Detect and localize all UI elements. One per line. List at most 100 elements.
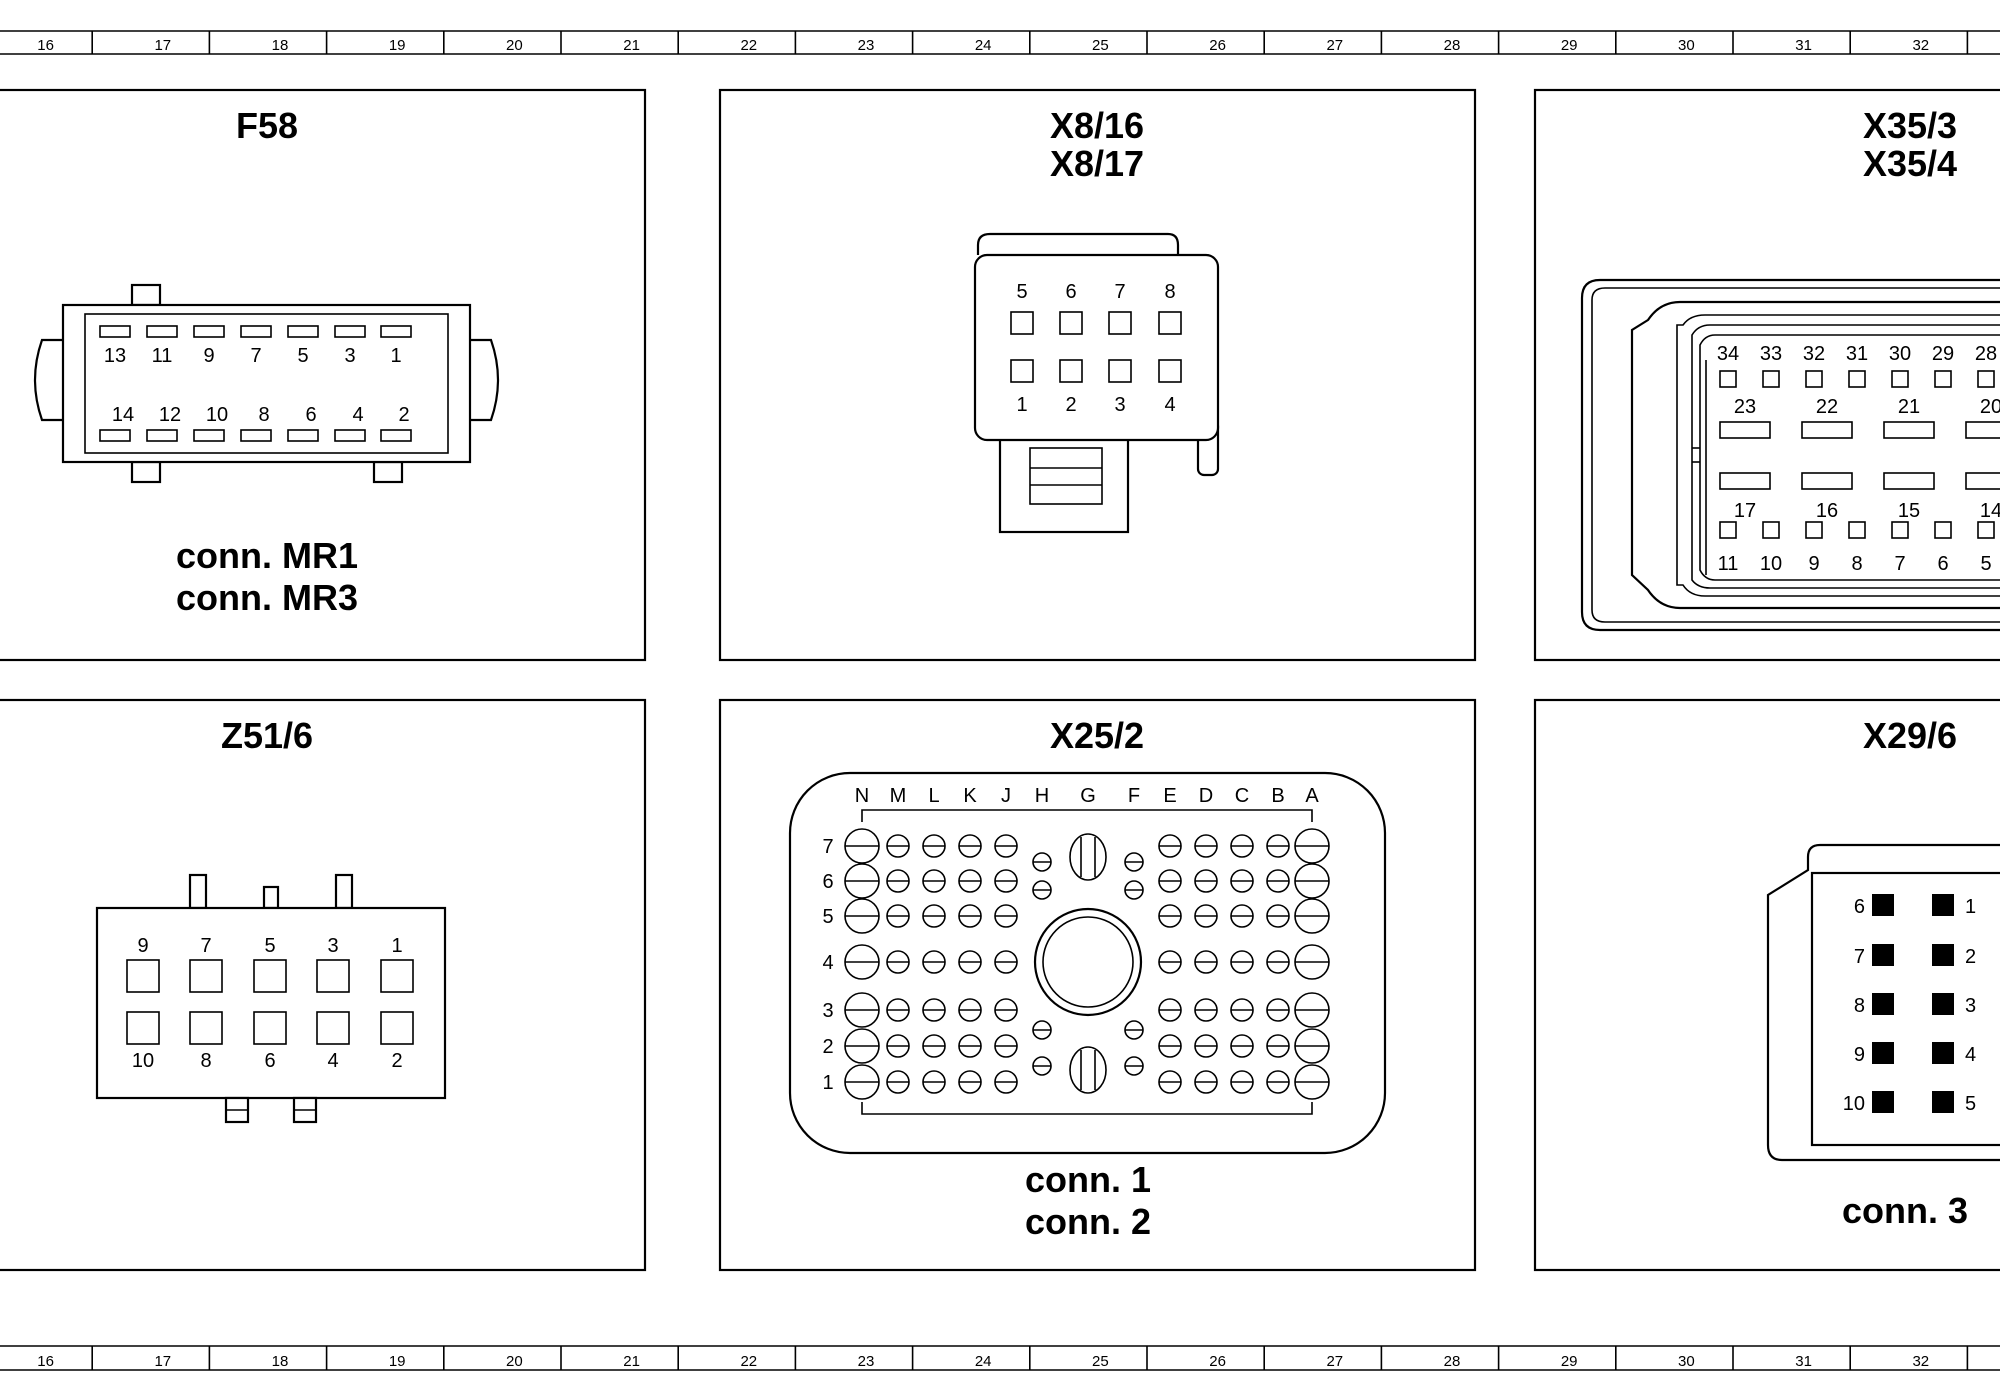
f58-pin-label: 12	[159, 404, 181, 426]
x25-key-pin	[1069, 1046, 1107, 1094]
x35-pin-slot	[1965, 472, 2000, 490]
f58-pin-slot	[334, 325, 366, 338]
f58-pin-label: 9	[203, 345, 214, 367]
x35-pin-cavity	[1762, 370, 1780, 388]
x25-row-label: 3	[822, 1000, 833, 1022]
x35-title-2: X35/4	[1863, 143, 1957, 184]
x25-column-label: J	[1001, 785, 1011, 807]
ruler-column-label: 17	[154, 1353, 171, 1370]
panel-z51-frame	[0, 698, 647, 1272]
ruler-column-label: 29	[1561, 1353, 1578, 1370]
x35-pin-label: 32	[1803, 343, 1825, 365]
x8-pin-cavity	[1108, 359, 1132, 383]
x35-pin-slot	[1719, 421, 1771, 439]
x35-pin-cavity	[1977, 370, 1995, 388]
panel-x8-frame	[718, 88, 1477, 662]
x35-pin-cavity	[1891, 521, 1909, 539]
x25-column-label: F	[1128, 785, 1140, 807]
ruler-column-label: 20	[506, 1353, 523, 1370]
ruler-column-label: 30	[1678, 1353, 1695, 1370]
x29-pin-label: 1	[1965, 896, 1976, 918]
z51-pin-label: 4	[327, 1050, 338, 1072]
x29-title: X29/6	[1863, 715, 1957, 756]
x8-pin-cavity	[1010, 359, 1034, 383]
x35-pin-label: 11	[1718, 553, 1739, 575]
x29-pin-label: 4	[1965, 1044, 1976, 1066]
x25-column-label: K	[963, 785, 977, 807]
f58-pin-slot	[146, 325, 178, 338]
ruler-column-label: 32	[1912, 37, 1929, 54]
ruler-column-label: 21	[623, 37, 640, 54]
z51-pin-label: 8	[200, 1050, 211, 1072]
x29-pin-label: 2	[1965, 946, 1976, 968]
z51-pin-label: 3	[327, 935, 338, 957]
x25-column-label: L	[928, 785, 939, 807]
ruler-column-label: 25	[1092, 37, 1109, 54]
panel-x29-frame	[1533, 698, 2000, 1272]
x35-pin-slot	[1801, 472, 1853, 490]
f58-pin-slot	[99, 325, 131, 338]
x35-pin-cavity	[1934, 370, 1952, 388]
z51-pin-cavity	[126, 959, 160, 993]
panel-f58-frame	[0, 88, 647, 662]
x29-pin	[1872, 993, 1894, 1015]
ruler-column-label: 28	[1444, 37, 1461, 54]
ruler-column-label: 16	[37, 37, 54, 54]
ruler-column-label: 18	[272, 1353, 289, 1370]
ruler-column-label: 27	[1326, 1353, 1343, 1370]
ruler-column-label: 16	[37, 1353, 54, 1370]
x29-pin-label: 7	[1854, 946, 1865, 968]
f58-pin-slot	[380, 325, 412, 338]
z51-title: Z51/6	[221, 715, 313, 756]
ruler-column-label: 19	[389, 37, 406, 54]
x25-row-label: 5	[822, 906, 833, 928]
x8-pin-label: 2	[1065, 394, 1076, 416]
f58-pin-slot	[240, 429, 272, 442]
ruler-column-label: 26	[1209, 1353, 1226, 1370]
ruler-column-label: 21	[623, 1353, 640, 1370]
ruler-column-label: 20	[506, 37, 523, 54]
x35-pin-label: 20	[1980, 396, 2000, 418]
ruler-column-label: 25	[1092, 1353, 1109, 1370]
z51-pin-cavity	[316, 959, 350, 993]
x25-column-label: C	[1235, 785, 1249, 807]
x25-caption-1: conn. 1	[1025, 1159, 1151, 1200]
z51-pin-label: 7	[200, 935, 211, 957]
z51-pin-cavity	[380, 1011, 414, 1045]
f58-pin-slot	[193, 325, 225, 338]
x8-pin-label: 6	[1065, 281, 1076, 303]
ruler-column-label: 24	[975, 1353, 992, 1370]
ruler-column-label: 32	[1912, 1353, 1929, 1370]
x35-pin-cavity	[1848, 521, 1866, 539]
x8-pin-label: 8	[1164, 281, 1175, 303]
x35-pin-cavity	[1719, 521, 1737, 539]
f58-pin-label: 2	[398, 404, 409, 426]
panel-x25-frame	[718, 698, 1477, 1272]
x8-pin-cavity	[1059, 311, 1083, 335]
f58-pin-label: 7	[250, 345, 261, 367]
z51-pin-label: 10	[132, 1050, 154, 1072]
x25-column-label: M	[890, 785, 907, 807]
x25-key-pin	[1069, 833, 1107, 881]
x35-pin-label: 17	[1734, 500, 1756, 522]
x35-pin-slot	[1883, 421, 1935, 439]
x25-row-label: 4	[822, 952, 833, 974]
ruler-column-label: 24	[975, 37, 992, 54]
x35-pin-slot	[1883, 472, 1935, 490]
x29-pin	[1932, 944, 1954, 966]
x35-pin-label: 21	[1898, 396, 1920, 418]
x35-pin-label: 30	[1889, 343, 1911, 365]
f58-pin-slot	[380, 429, 412, 442]
z51-pin-cavity	[253, 1011, 287, 1045]
x29-pin	[1932, 993, 1954, 1015]
z51-pin-label: 5	[264, 935, 275, 957]
